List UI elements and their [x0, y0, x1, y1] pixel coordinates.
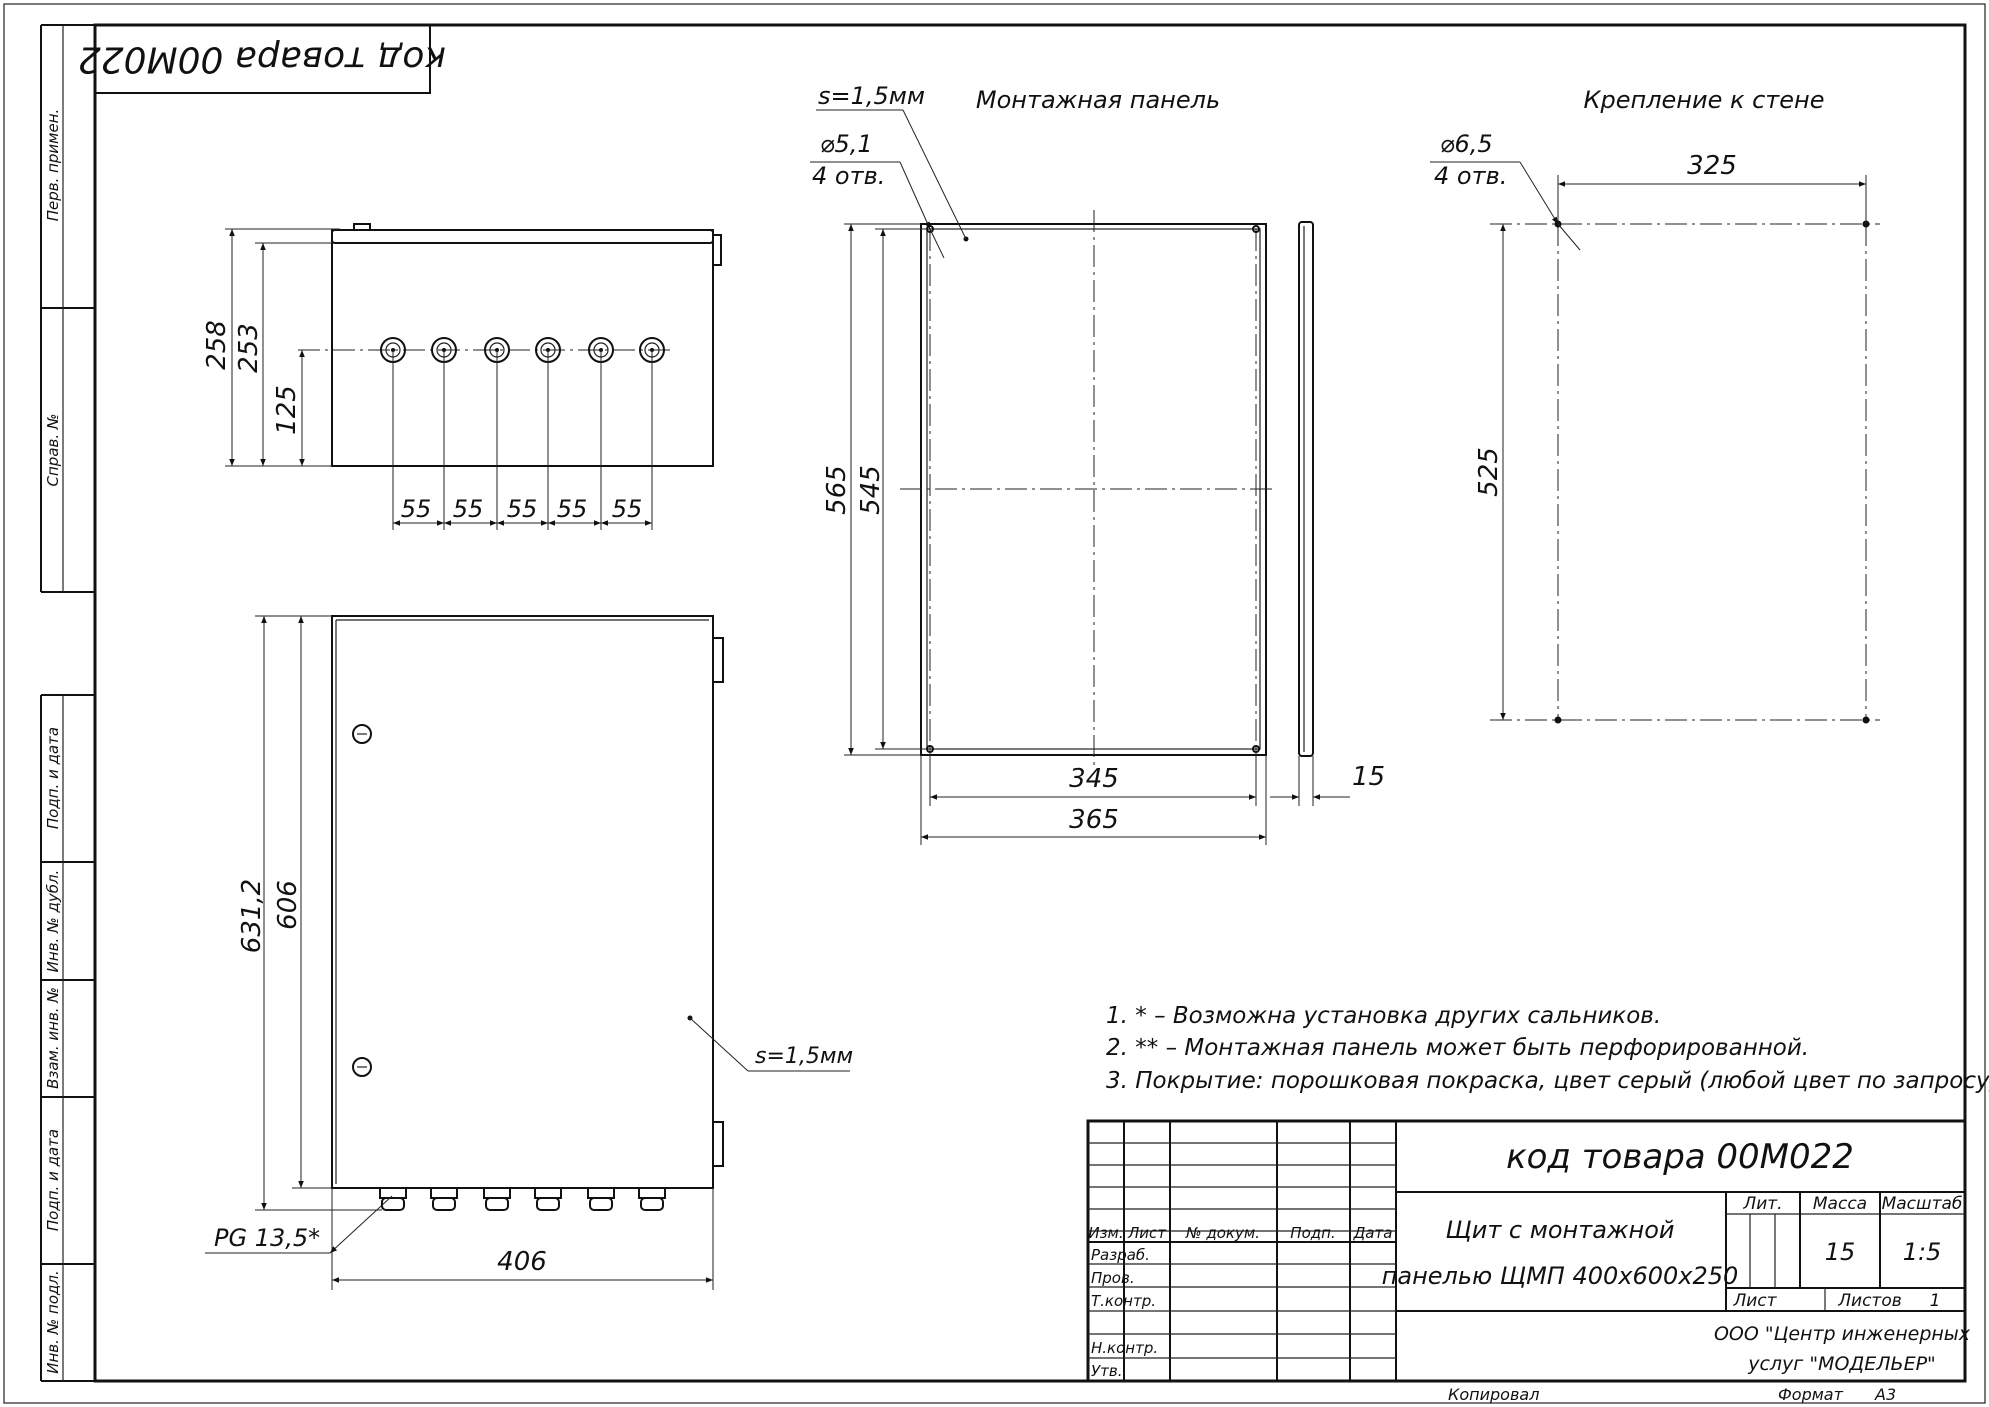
mounting-panel-side-profile — [1298, 221, 1314, 757]
mounting-panel-view: Монтажная панель 565 545 345 365 — [810, 82, 1385, 845]
hdr-list: Лист — [1127, 1224, 1167, 1242]
strip-perv-primen: Перв. примен. — [44, 109, 62, 222]
dim-spacing-1: 55 — [401, 495, 432, 523]
gland-front-2 — [430, 1187, 458, 1211]
org-line1: ООО "Центр инженерных — [1714, 1323, 1971, 1345]
title-product-code: код товара 00М022 — [1506, 1137, 1854, 1177]
gland-front-4 — [534, 1187, 562, 1211]
massa-value: 15 — [1825, 1238, 1856, 1266]
strip-podp-data-1: Подп. и дата — [44, 727, 62, 829]
strip-inv-podl: Инв. № подл. — [44, 1270, 62, 1373]
wall-hole-count: 4 отв. — [1434, 162, 1507, 190]
dim-front-606: 606 — [273, 880, 303, 930]
top-view: 258 253 125 55 55 55 55 55 — [202, 223, 722, 530]
stamp-text: код товара 00М022 — [78, 39, 446, 80]
note-2: 2. ** – Монтажная панель может быть перф… — [1106, 1035, 1809, 1061]
panel-hole-count: 4 отв. — [812, 162, 885, 190]
dim-top-125: 125 — [272, 385, 302, 435]
org-line2: услуг "МОДЕЛЬЕР" — [1747, 1353, 1936, 1375]
dim-top-258: 258 — [202, 320, 232, 370]
list-label: Лист — [1732, 1291, 1777, 1311]
strip-vzam-inv: Взам. инв. № — [44, 987, 62, 1089]
front-view-glands — [379, 1187, 666, 1211]
role-nkontr: Н.контр. — [1091, 1339, 1158, 1357]
dim-wall-525: 525 — [1474, 447, 1504, 497]
strip-podp-data-2: Подп. и дата — [44, 1129, 62, 1231]
note-1: 1. * – Возможна установка других сальник… — [1106, 1003, 1661, 1029]
top-view-hinge — [712, 234, 722, 266]
dim-panel-365: 365 — [1069, 805, 1119, 835]
role-razrab: Разраб. — [1091, 1246, 1150, 1264]
dim-spacing-4: 55 — [557, 495, 588, 523]
title-name-line1: Щит с монтажной — [1445, 1216, 1674, 1244]
dim-panel-545: 545 — [856, 465, 886, 515]
title-name-line2: панелью ЩМП 400х600х250 — [1382, 1262, 1739, 1290]
role-utv: Утв. — [1091, 1362, 1123, 1380]
dim-top-253: 253 — [234, 323, 264, 373]
gland-front-5 — [587, 1187, 615, 1211]
gland-front-3 — [483, 1187, 511, 1211]
pg-gland-label: PG 13,5* — [214, 1224, 320, 1252]
wall-hole-diameter: ⌀6,5 — [1440, 130, 1493, 158]
hdr-doc-no: № докум. — [1185, 1224, 1260, 1242]
dim-panel-565: 565 — [822, 465, 852, 515]
front-view-door — [331, 615, 714, 1189]
door-lock-bottom — [352, 1057, 372, 1077]
dim-panel-15: 15 — [1352, 762, 1385, 792]
strip-sprav-no: Справ. № — [44, 414, 62, 487]
product-code-stamp: код товара 00М022 — [78, 24, 446, 94]
dim-wall-325: 325 — [1687, 151, 1737, 181]
drawing-frame — [93, 23, 1967, 1383]
wall-mount-title: Крепление к стене — [1583, 86, 1824, 114]
front-view: 631,2 606 406 PG 13,5* s=1,5мм — [205, 615, 853, 1290]
door-lock-top — [352, 724, 372, 744]
massa-label: Масса — [1813, 1194, 1867, 1214]
hdr-podp: Подп. — [1290, 1224, 1335, 1242]
title-block: Изм. Лист № докум. Подп. Дата Разраб. Пр… — [1086, 1119, 1971, 1383]
kopiroval-label: Копировал — [1448, 1385, 1539, 1404]
panel-hole-diameter: ⌀5,1 — [820, 130, 873, 158]
role-prov: Пров. — [1091, 1269, 1135, 1287]
dim-spacing-3: 55 — [507, 495, 538, 523]
dim-front-631: 631,2 — [237, 879, 267, 953]
masshtab-label: Масштаб — [1882, 1194, 1963, 1214]
outer-sheet-border — [3, 3, 1986, 1404]
gland-front-6 — [638, 1187, 666, 1211]
note-3: 3. Покрытие: порошковая покраска, цвет с… — [1106, 1068, 1989, 1094]
format-label: Формат — [1778, 1385, 1844, 1404]
listov-value: 1 — [1930, 1291, 1941, 1311]
format-value: А3 — [1874, 1385, 1896, 1404]
listov-label: Листов — [1837, 1291, 1902, 1311]
role-tkontr: Т.контр. — [1091, 1292, 1156, 1310]
hdr-data: Дата — [1353, 1224, 1393, 1242]
top-view-body — [331, 229, 714, 467]
front-thickness-note: s=1,5мм — [755, 1044, 853, 1069]
wall-mount-view: Крепление к стене 325 525 ⌀6,5 4 отв. — [1430, 86, 1880, 724]
mounting-panel-title: Монтажная панель — [976, 86, 1220, 114]
strip-inv-dubl: Инв. № дубл. — [44, 870, 62, 973]
panel-thickness-note: s=1,5мм — [818, 82, 925, 110]
hdr-izm: Изм. — [1088, 1224, 1123, 1242]
dim-spacing-2: 55 — [453, 495, 484, 523]
dim-front-406: 406 — [497, 1247, 547, 1277]
front-view-hinge-bottom — [712, 1121, 724, 1167]
lit-label: Лит. — [1742, 1194, 1782, 1214]
dim-spacing-5: 55 — [612, 495, 643, 523]
top-view-lid — [331, 229, 714, 244]
front-view-hinge-top — [712, 637, 724, 683]
gland-front-1 — [379, 1187, 407, 1211]
masshtab-value: 1:5 — [1903, 1238, 1942, 1266]
left-side-strip: Перв. примен. Справ. № Подп. и дата Инв.… — [40, 24, 95, 1382]
technical-notes: 1. * – Возможна установка других сальник… — [1106, 1003, 1989, 1094]
dim-panel-345: 345 — [1069, 764, 1119, 794]
